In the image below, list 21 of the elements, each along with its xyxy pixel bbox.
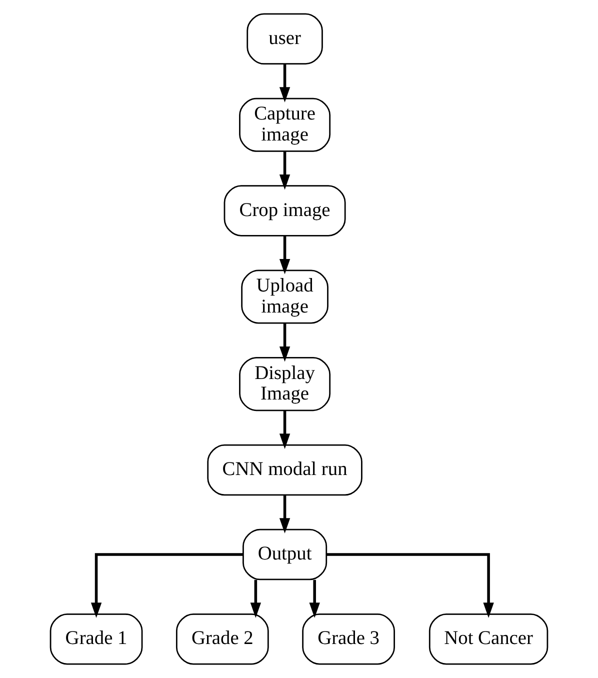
node-box: Grade 1	[50, 613, 143, 665]
node-box: Not Cancer	[428, 613, 548, 665]
node-box: Crop image	[224, 185, 346, 236]
node-box: CNN modal run	[207, 444, 362, 496]
arrow	[279, 64, 290, 102]
arrow	[279, 495, 290, 534]
arrow	[326, 553, 494, 618]
arrow	[279, 236, 290, 274]
node-box: user	[246, 13, 323, 65]
arrow	[90, 553, 243, 618]
node-box: Output	[242, 528, 328, 580]
node-box: Grade 2	[176, 613, 269, 665]
arrow	[250, 580, 262, 618]
node-box: Capture image	[239, 98, 331, 152]
arrow	[309, 580, 320, 618]
node-box: Display Image	[239, 357, 331, 412]
node-box: Grade 3	[302, 613, 395, 665]
arrow	[279, 152, 290, 190]
node-box: Upload image	[241, 270, 328, 324]
arrow	[279, 323, 290, 362]
arrow	[279, 410, 290, 449]
